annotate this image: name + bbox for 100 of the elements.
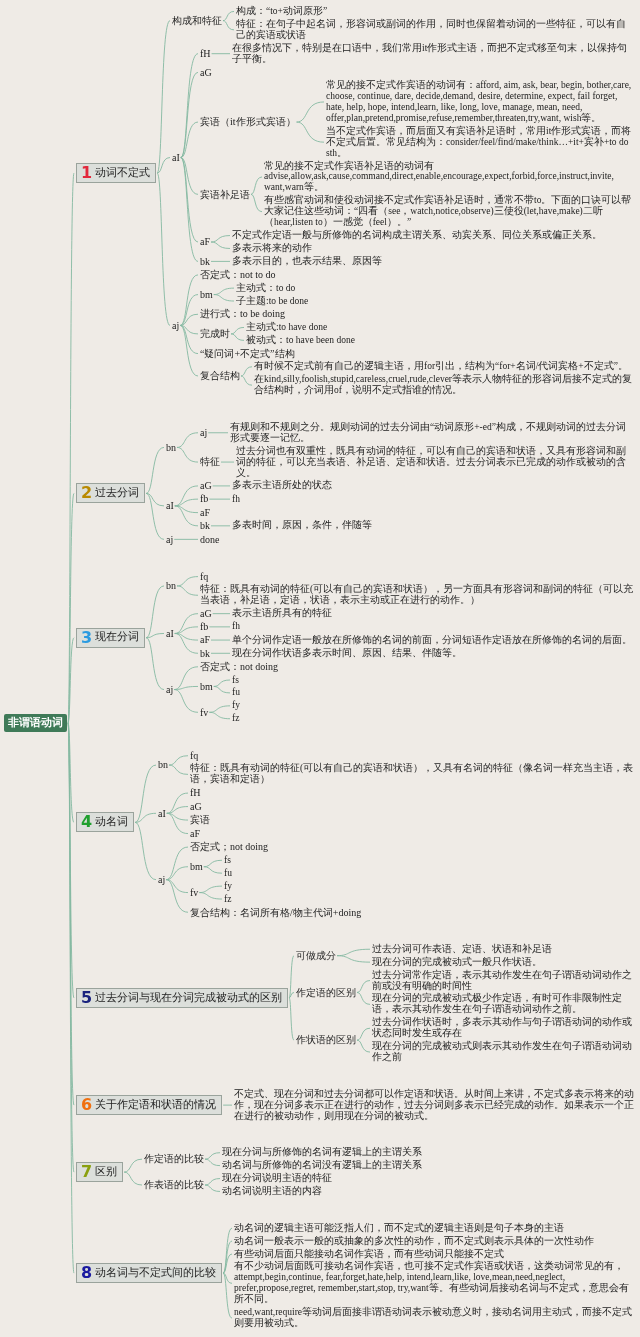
branch-line	[134, 812, 157, 823]
branch-label: bn	[158, 759, 168, 771]
branch-label: fb	[200, 493, 209, 505]
branch-line	[123, 1158, 143, 1173]
note-text: 现在分词与所修饰的名词有逻辑上的主谓关系	[222, 1147, 422, 1159]
branch-label: 可做成分	[296, 949, 336, 962]
branch-line	[173, 666, 199, 690]
topic-box	[76, 812, 135, 833]
topic-box	[76, 627, 146, 648]
branch-label: 复合结构：名词所有格/物主代词+doing	[190, 906, 362, 918]
branch-line	[288, 992, 295, 999]
branch-line	[176, 576, 199, 587]
topic-title: 动词不定式	[95, 166, 151, 180]
branch-line	[180, 157, 199, 243]
branch-label: bm	[200, 680, 213, 693]
topic-box	[76, 1263, 223, 1284]
note-text: fu	[224, 867, 232, 879]
note-text: 单个分词作定语一般放在所修饰的名词的前面，分词短语作定语放在所修饰的名词的后面。	[232, 634, 632, 646]
note-text: 常见的接不定式作宾语的动词有：afford, aim, ask, bear, begin, bother,care, choose, continue, dare, decide,demand, desire, determine, expect, fail forget, hate, help, hope, intend,learn, like, long, love, manage, mean, need, offer,plan,pretend,promise,refuse,remember,threaten,try,want, wish等。	[326, 80, 634, 124]
branch-line	[204, 1158, 221, 1167]
branch-line	[203, 859, 223, 868]
branch-label: bn	[166, 580, 176, 592]
branch-line	[174, 498, 199, 507]
note-text: 特征：在句子中起名词，形容词或副词的作用，同时也保留着动词的一些特征，可以有自己的宾语或状语	[236, 18, 634, 41]
topic-number: 7	[81, 1164, 93, 1181]
branch-line	[220, 461, 235, 463]
note-text: 过去分词可作表语、定语、状语和补足语	[372, 943, 552, 955]
branch-line	[179, 325, 199, 335]
branch-label: aG	[200, 66, 212, 79]
topic-box	[76, 987, 289, 1008]
note-text: 不定式、现在分词和过去分词都可以作定语和状语。从时间上来讲，不定式多表示将来的动作，现在分词多表示正在进行的动作，过去分词则多表示已经完成的动作。如果表示一个正在进行的被动动作，则用现在分词的被动式。	[234, 1088, 634, 1122]
note-text: fy	[232, 700, 240, 712]
topic-number: 3	[81, 629, 93, 646]
branch-line	[204, 1184, 221, 1192]
note-text: 过去分词作状语时，多表示其动作与句子谓语动词的动作或状态同时发生或存在	[372, 1017, 634, 1040]
branch-line	[296, 101, 325, 123]
branch-label: fv	[200, 706, 209, 719]
topic-title: 动名词	[95, 816, 129, 829]
branch-line	[180, 157, 199, 262]
note-text: 有不少动词后面既可接动名词作宾语，也可接不定式作宾语或状语，这类动词常见的有，attempt,begin,continue, fear,forget,hate,help, intend,learn,like, love,mean,need,neglect, prefer,propose,regret, remember,start,stop, try,want等。有些动词后接动名词与不定式，意思会有所不同。	[234, 1261, 634, 1306]
topic-title: 现在分词	[95, 631, 140, 645]
branch-label: fH	[200, 47, 211, 60]
branch-line	[180, 121, 199, 158]
branch-line	[203, 866, 223, 874]
branch-line	[250, 176, 263, 195]
branch-label: 进行式：to be doing	[200, 308, 285, 320]
note-text: fh	[232, 493, 240, 505]
note-text: 在kind,silly,foolish,stupid,careless,cruel,rude,clever等表示人物特征的形容词后接不定式的复合结构时，介词用of，说明不定式指谁的情况。	[254, 374, 634, 397]
branch-line	[211, 53, 231, 55]
branch-label: done	[200, 533, 220, 546]
branch-line	[212, 613, 231, 615]
branch-label: bk	[200, 520, 210, 532]
branch-line	[222, 20, 235, 31]
note-text: 动名词说明主语的内容	[222, 1186, 322, 1197]
note-text: need,want,require等动词后面接非谓语动词表示被动意义时，接动名词用主动式，而接不定式则要用被动式。	[234, 1307, 634, 1329]
branch-line	[174, 633, 199, 654]
topic-number: 1	[81, 165, 93, 182]
branch-line	[123, 1171, 143, 1186]
note-text: fz	[224, 893, 232, 905]
branch-label: aF	[190, 827, 200, 840]
branch-line	[174, 626, 199, 634]
note-text: 被动式：to have been done	[246, 334, 355, 346]
branch-label: aI	[158, 807, 166, 820]
branch-line	[213, 679, 231, 687]
branch-line	[173, 538, 199, 540]
branch-line	[145, 492, 165, 507]
branch-line	[213, 294, 235, 302]
branch-line	[208, 626, 231, 628]
topic-title: 动名词与不定式间的比较	[95, 1266, 217, 1280]
branch-line	[210, 525, 231, 527]
branch-line	[222, 1253, 233, 1274]
note-text: 有时候不定式前有自己的逻辑主语，用for引出，结构为“for+名词/代词宾格+不定式”。	[254, 361, 628, 373]
branch-line	[230, 333, 245, 341]
branch-line	[176, 585, 199, 596]
branch-line	[179, 313, 199, 326]
branch-line	[207, 432, 229, 434]
branch-label: aI	[166, 627, 174, 640]
topic-number: 4	[81, 814, 93, 831]
note-text: 现在分词说明主语的特征	[222, 1173, 332, 1184]
note-text: 动名词的逻辑主语可能泛指人们，而不定式的逻辑主语则是句子本身的主语	[234, 1222, 564, 1234]
branch-line	[288, 955, 295, 999]
branch-line	[145, 492, 165, 540]
note-text: 不定式作定语一般与所修饰的名词构成主谓关系、动宾关系、同位关系或偏正关系。	[232, 230, 602, 241]
branch-line	[134, 821, 157, 881]
branch-line	[210, 639, 231, 641]
branch-label: bm	[200, 288, 213, 301]
central-topic-box: 非谓语动词	[4, 713, 67, 733]
branch-label: fb	[200, 621, 209, 633]
branch-label: 宾语（it作形式宾语）	[200, 116, 296, 128]
note-text: 在很多情况下，特别是在口语中，我们常用it作形式主语，而把不定式移至句末，以保持句子平衡。	[232, 42, 634, 65]
branch-line	[165, 879, 189, 913]
branch-line	[166, 806, 189, 814]
branch-line	[288, 997, 295, 1041]
topic-box	[76, 1095, 223, 1116]
note-text: 特征：既具有动词的特征(可以有自己的宾语和状语），又具有名词的特征（像名词一样充当主语，表语，宾语和定语）	[190, 763, 634, 786]
branch-line	[212, 485, 231, 487]
branch-line	[156, 172, 171, 326]
branch-line	[222, 11, 235, 22]
branch-line	[176, 446, 199, 463]
branch-label: 否定式：not to do	[200, 269, 276, 281]
